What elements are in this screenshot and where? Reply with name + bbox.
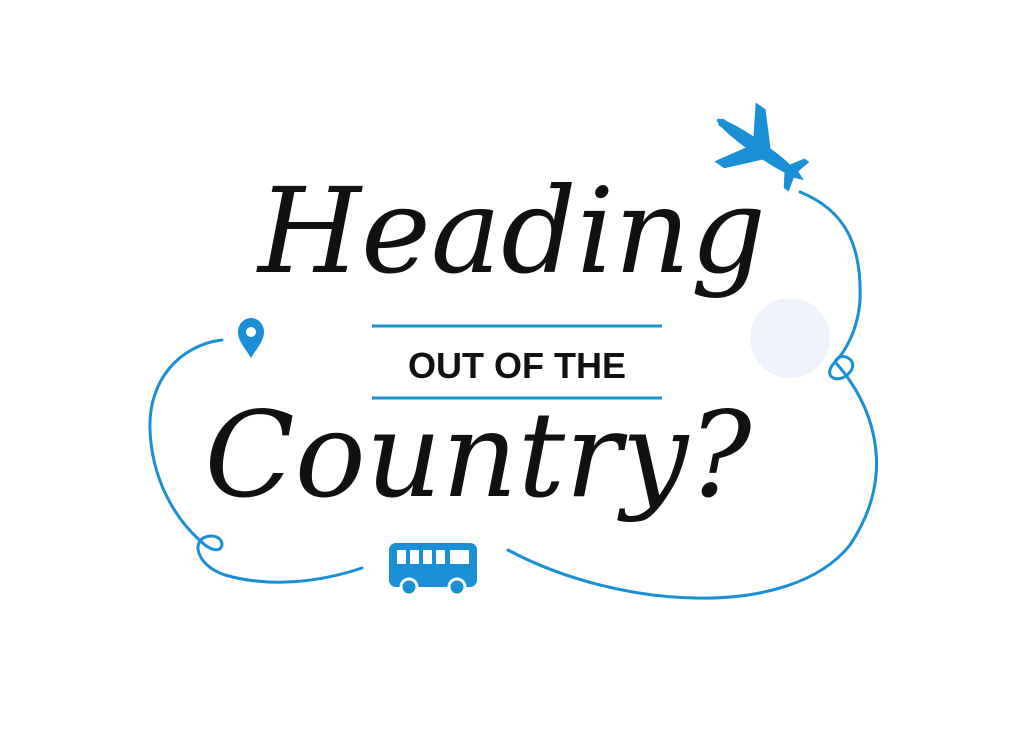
airplane-icon — [714, 102, 810, 192]
location-pin-icon — [238, 318, 264, 358]
headline-country: Country? — [204, 386, 752, 524]
bus-icon — [389, 543, 477, 597]
headline-subtitle: OUT OF THE — [408, 345, 626, 386]
halo-circle — [750, 298, 830, 378]
headline-heading: Heading — [256, 162, 766, 300]
flight-path-right — [506, 190, 878, 600]
flight-path-left — [148, 338, 364, 584]
